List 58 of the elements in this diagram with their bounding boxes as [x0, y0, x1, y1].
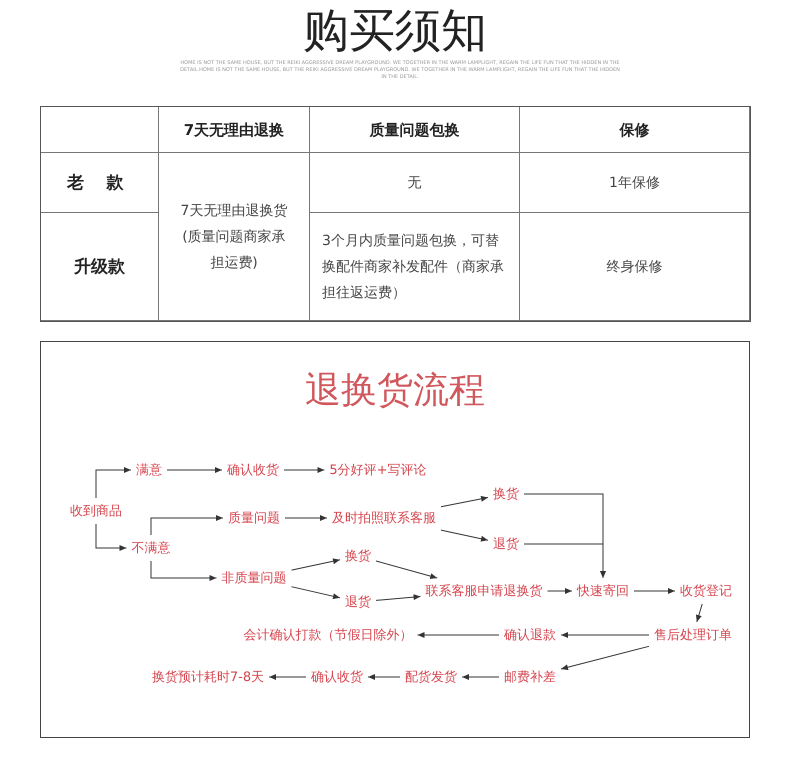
column-header: 质量问题包换 — [370, 120, 460, 140]
arrow — [696, 604, 703, 622]
policy-text: 无 — [408, 174, 422, 192]
policy-text: 1年保修 — [609, 174, 660, 192]
arrow — [440, 530, 488, 542]
policy-text: 终身保修 — [606, 258, 662, 276]
row-header: 升级款 — [74, 256, 125, 278]
step-text: 非质量问题 — [222, 569, 286, 587]
column-header: 保修 — [620, 120, 650, 140]
arrow — [440, 496, 488, 508]
step-text: 售后处理订单 — [654, 626, 732, 644]
arrow — [368, 674, 400, 680]
arrow — [291, 586, 340, 600]
step-text: 联系客服申请退换货 — [426, 582, 542, 600]
panel-title: 退换货流程 — [304, 369, 486, 413]
flow-panel — [40, 341, 750, 738]
arrow — [284, 467, 325, 473]
step-text: 会计确认打款（节假日除外） — [244, 626, 412, 644]
step-text: 满意 — [136, 461, 162, 479]
arrow — [268, 674, 306, 680]
arrow — [560, 632, 650, 638]
arrow — [376, 594, 421, 601]
step-text: 邮费补差 — [504, 668, 556, 686]
step-text: 确认收货 — [311, 668, 363, 686]
step-text: 换货 — [345, 547, 371, 565]
arrow — [524, 544, 606, 578]
arrow — [547, 588, 572, 594]
arrow — [150, 515, 224, 536]
arrow — [417, 632, 500, 638]
arrow — [462, 674, 500, 680]
step-text: 收到商品 — [70, 502, 122, 520]
row-header: 老 款 — [66, 172, 132, 194]
arrow — [166, 467, 222, 473]
step-text: 质量问题 — [228, 509, 280, 527]
arrow — [96, 467, 132, 498]
step-text: 退货 — [345, 593, 371, 611]
arrow — [284, 515, 328, 521]
step-text: 配货发货 — [405, 668, 457, 686]
step-text: 快速寄回 — [577, 582, 629, 600]
step-text: 及时拍照联系客服 — [332, 509, 436, 527]
step-text: 换货预计耗时7-8天 — [152, 668, 264, 686]
step-text: 5分好评+写评论 — [329, 461, 427, 479]
arrow — [634, 588, 676, 594]
arrow — [96, 524, 127, 551]
step-text: 确认收货 — [227, 461, 279, 479]
policy-text: 3个月内质量问题包换，可替换配件商家补发配件（商家承担往返运费） — [322, 232, 505, 302]
step-text: 换货 — [493, 485, 519, 503]
step-text: 收货登记 — [680, 582, 732, 600]
step-text: 不满意 — [132, 539, 170, 557]
arrow — [150, 560, 217, 581]
arrow — [560, 646, 650, 670]
page-title: 购买须知 — [302, 2, 488, 58]
column-header: 7天无理由退换 — [184, 120, 284, 140]
step-text: 退货 — [493, 535, 519, 553]
arrow — [376, 560, 438, 580]
step-text: 确认退款 — [504, 626, 556, 644]
arrow — [291, 558, 340, 571]
policy-text: 7天无理由退换货(质量问题商家承担运费) — [180, 202, 288, 272]
